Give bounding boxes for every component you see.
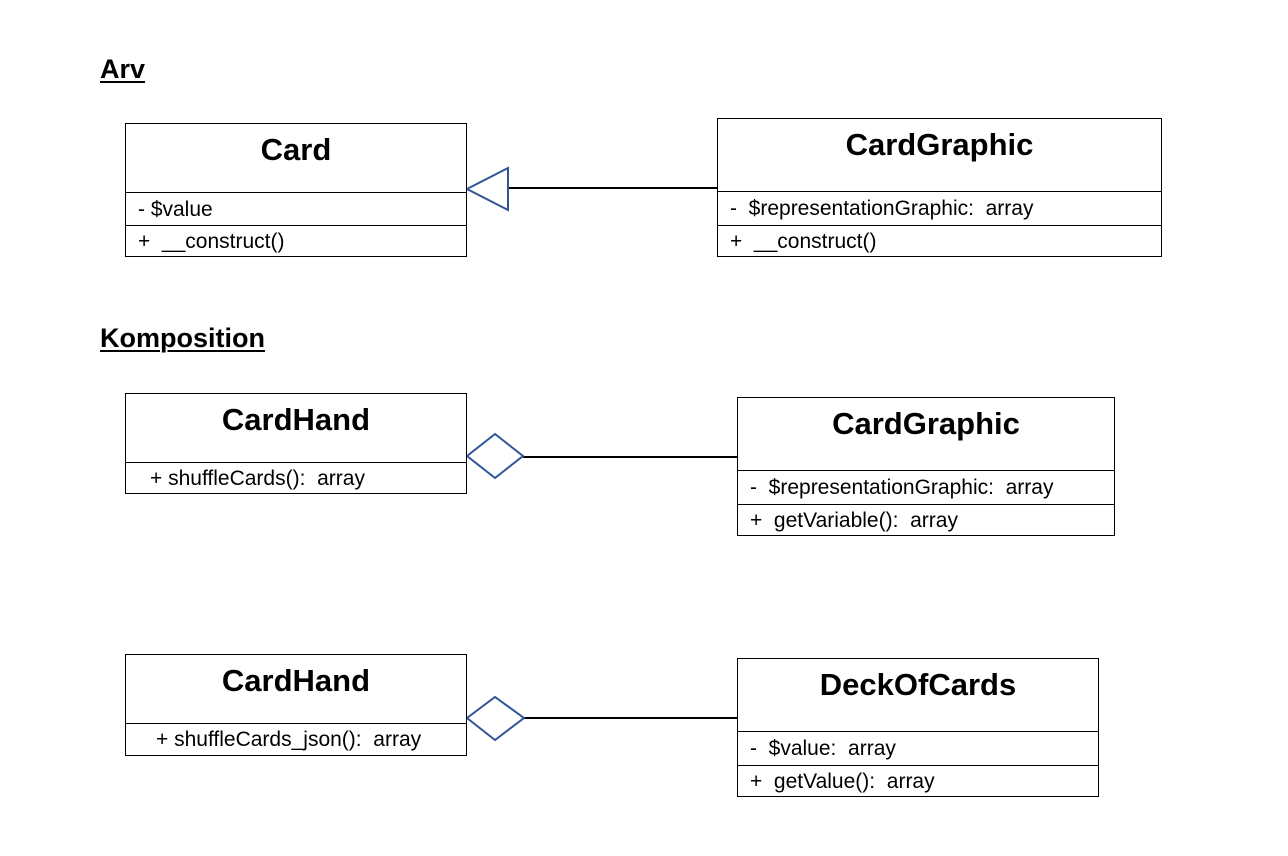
class-attribute: - $representationGraphic: array	[730, 197, 1034, 220]
class-card: Card - $value + __construct()	[125, 123, 467, 257]
class-method: + __construct()	[126, 225, 466, 256]
aggregation-diamond-2	[465, 695, 526, 742]
heading-composition: Komposition	[100, 323, 265, 353]
class-method: + shuffleCards(): array	[150, 466, 365, 490]
class-name: CardHand	[126, 655, 466, 724]
class-name: CardGraphic	[738, 398, 1114, 471]
class-attribute: - $value: array	[750, 737, 896, 760]
class-method: + getVariable(): array	[738, 504, 1114, 535]
class-method: + __construct()	[718, 225, 1161, 256]
class-name: CardHand	[126, 394, 466, 463]
class-attribute: - $representationGraphic: array	[750, 476, 1054, 499]
class-attribute: - $value	[138, 197, 213, 221]
inheritance-triangle	[464, 166, 509, 212]
class-method: + shuffleCards_json(): array	[156, 728, 422, 751]
class-deck-of-cards: DeckOfCards - $value: array + getValue()…	[737, 658, 1099, 797]
class-method: + getValue(): array	[738, 765, 1098, 796]
class-card-hand-1: CardHand + shuffleCards(): array	[125, 393, 467, 494]
class-card-hand-2: CardHand + shuffleCards_json(): array	[125, 654, 467, 756]
class-name: CardGraphic	[718, 119, 1161, 192]
class-card-graphic-2: CardGraphic - $representationGraphic: ar…	[737, 397, 1115, 536]
aggregation-diamond-1	[465, 432, 525, 480]
class-card-graphic-1: CardGraphic - $representationGraphic: ar…	[717, 118, 1162, 257]
class-name: DeckOfCards	[738, 659, 1098, 732]
class-name: Card	[126, 124, 466, 193]
heading-inheritance: Arv	[100, 54, 146, 84]
